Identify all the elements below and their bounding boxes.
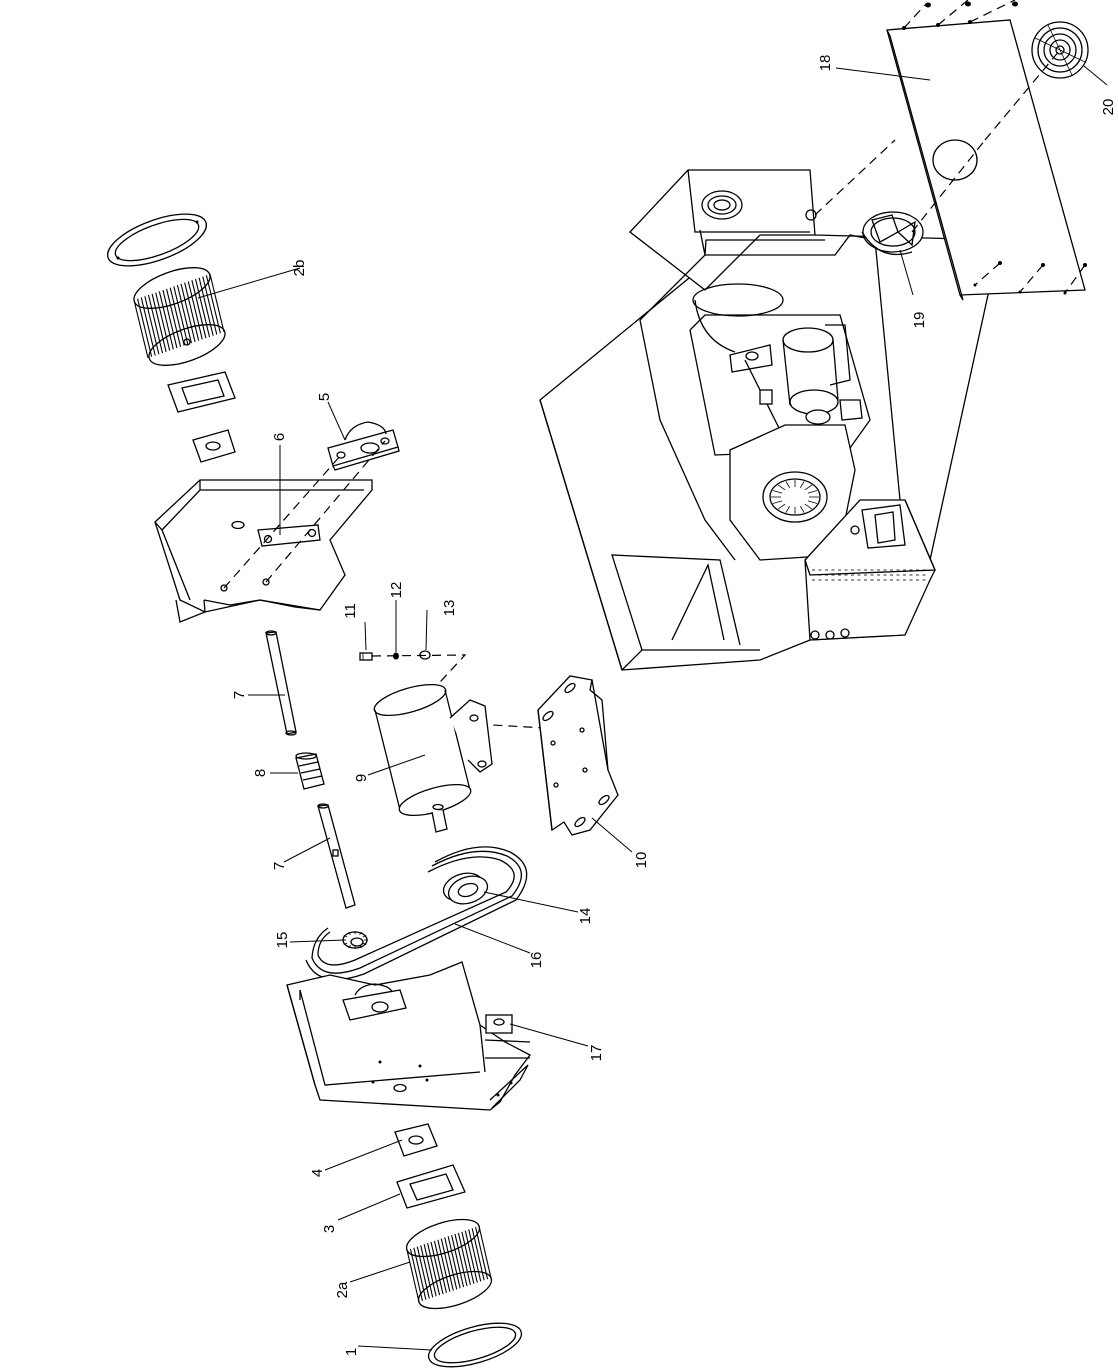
callout-20: 20 <box>1100 99 1117 116</box>
callout-3: 3 <box>321 1225 338 1233</box>
callout-7-upper: 7 <box>231 691 248 699</box>
callout-13: 13 <box>441 600 458 617</box>
callout-15: 15 <box>274 932 291 949</box>
callout-6: 6 <box>271 433 288 441</box>
bearing-5 <box>328 422 399 470</box>
blower-ring-lower <box>424 1314 526 1369</box>
callout-12: 12 <box>388 582 405 599</box>
callout-10: 10 <box>633 852 650 869</box>
shaft-7-upper <box>266 631 296 735</box>
callout-4: 4 <box>309 1169 326 1177</box>
blower-ring-upper <box>101 203 212 276</box>
coupling-8 <box>296 753 324 789</box>
pulley-15 <box>342 931 368 949</box>
callout-19: 19 <box>911 312 928 329</box>
main-unit-assembly <box>540 170 1000 670</box>
gasket-3 <box>397 1165 465 1208</box>
callout-8: 8 <box>252 769 269 777</box>
callout-7-lower: 7 <box>271 862 288 870</box>
blower-wheel-2b <box>129 259 230 373</box>
motor-9 <box>371 678 492 832</box>
blower-wheel-2a <box>402 1212 496 1316</box>
upper-housing-panel <box>155 480 372 622</box>
lower-housing-panel <box>287 962 530 1110</box>
callout-17: 17 <box>588 1045 605 1062</box>
callout-2b: 2b <box>291 260 308 277</box>
callout-11: 11 <box>342 603 359 619</box>
plate-upper <box>193 430 235 462</box>
callout-16: 16 <box>528 952 545 969</box>
dashline-cover-1 <box>815 140 895 215</box>
callout-5: 5 <box>316 393 333 401</box>
fan-guard-20 <box>1032 22 1088 78</box>
callout-14: 14 <box>577 908 594 925</box>
callout-1: 1 <box>343 1348 360 1356</box>
motor-plate-10 <box>538 676 618 835</box>
bolt-11 <box>360 653 372 660</box>
shaft-7-lower <box>318 804 355 908</box>
gasket-upper <box>168 372 235 412</box>
callout-9: 9 <box>353 774 370 782</box>
callout-2a: 2a <box>334 1281 351 1298</box>
callout-18: 18 <box>817 55 834 72</box>
